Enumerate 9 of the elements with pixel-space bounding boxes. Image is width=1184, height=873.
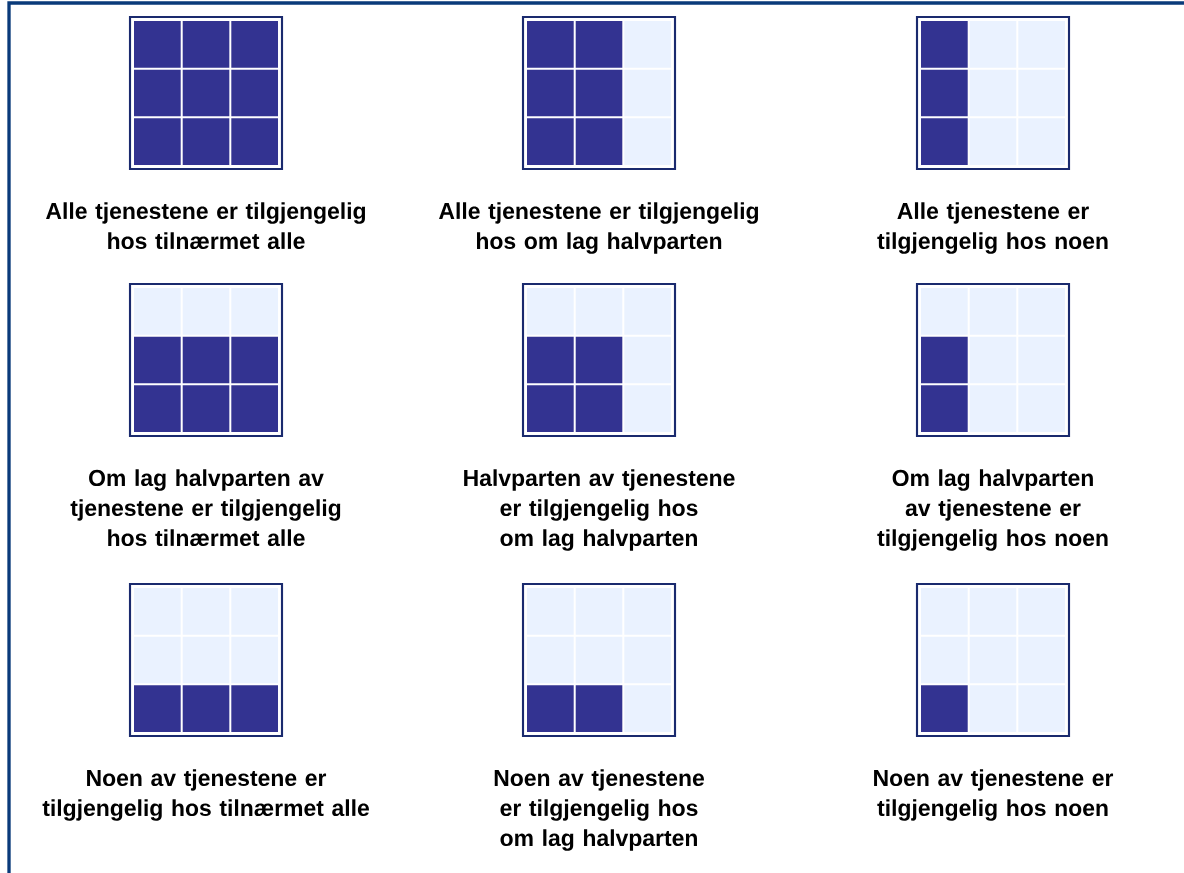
node-label: Noen av tjenestene er tilgjengelig hos tilnærmet alle: [42, 769, 369, 821]
node-label: Alle tjenestene er tilgjengelig hos om lag halvparten: [439, 202, 759, 254]
node-label: Noen av tjenestene er tilgjengelig hos om lag halvparten: [494, 769, 704, 851]
node-label: Halvparten av tjenestene er tilgjengelig hos om lag halvparten: [464, 469, 735, 551]
node-label: Om lag halvparten av tjenestene er tilgjengelig hos noen: [877, 469, 1108, 551]
node-label: Om lag halvparten av tjenestene er tilgjengelig hos tilnærmet alle: [70, 469, 341, 547]
node-label: Alle tjenestene er tilgjengelig hos tilnærmet alle: [46, 202, 366, 250]
node-label: Noen av tjenestene er tilgjengelig hos noen: [874, 769, 1114, 821]
node-label: Alle tjenestene er tilgjengelig hos noen: [877, 202, 1108, 254]
